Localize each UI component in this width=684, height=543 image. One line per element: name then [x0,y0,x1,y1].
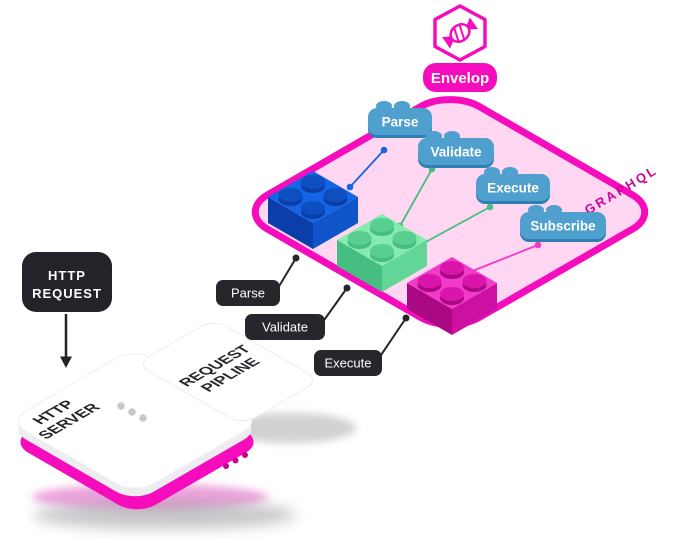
http-request-label-line1: HTTP [48,268,86,283]
brick-face-top [407,257,497,309]
step-pill-parse: Parse [216,280,280,306]
http-request-label-line2: REQUEST [32,286,102,301]
brick-face-left [268,197,313,249]
hook-tag-label: Parse [382,115,419,130]
server-base-dot [232,457,239,464]
connector-dot [380,146,388,154]
server-base-dot [223,463,229,469]
brick-face-top [268,171,358,223]
brick-face-right [313,197,358,249]
connector-line-parse [349,149,385,188]
down-arrow-icon [60,314,72,368]
hook-tag-execute: Execute [476,167,550,204]
server-indicator-dot [128,408,136,416]
connector-line-subscribe [469,244,539,273]
brick-studs [347,218,417,262]
connector-dot [534,241,542,249]
step-pill-label: Parse [231,286,265,301]
hook-tag-subscribe: Subscribe [520,205,606,242]
step-pill-validate: Validate [245,314,325,340]
plugin-brick-pink [407,257,497,335]
brick-studs [417,261,487,305]
step-line-execute [378,317,407,359]
brick-face-left [337,240,382,292]
pipeline-card-shadow [224,413,356,443]
envelop-badge [423,63,497,92]
step-dot [343,284,351,292]
step-pill-label: Validate [262,320,308,335]
hook-tag-body [520,212,606,239]
connector-dot [346,183,354,191]
step-connectors [277,257,407,359]
brick-studs [278,175,348,219]
hook-tag-label: Validate [430,145,482,160]
connector-dot [486,203,494,211]
hook-tag-body [418,138,494,165]
hook-tag-label: Subscribe [530,219,596,234]
candy-icon [442,17,478,49]
step-pill-execute: Execute [314,350,382,376]
request-pipeline-card: REQUEST PIPLINE [136,319,320,425]
step-line-validate [321,287,348,324]
plugin-brick-blue [268,171,358,249]
brick-face-right [452,283,497,335]
hook-tag-parse: Parse [368,101,432,138]
server-base-dot [242,452,248,458]
hook-tag-validate: Validate [418,131,494,168]
step-dot [292,254,300,262]
hook-tag-label: Execute [487,181,539,196]
server-indicator-dot [139,414,147,422]
pipeline-card-surface [136,319,320,425]
plugin-brick-green [337,214,427,292]
hook-tag-body [368,108,432,135]
brick-face-right [382,240,427,292]
brick-face-top [337,214,427,266]
step-line-parse [277,257,297,289]
server-indicator-dot [117,402,125,410]
step-pill-label: Execute [325,356,372,371]
server-shadow [33,501,297,529]
brick-face-left [407,283,452,335]
http-request-box: HTTP REQUEST [22,252,112,312]
connector-line-validate [399,168,433,227]
hook-tag-body [476,174,550,201]
connector-line-execute [421,206,491,245]
envelop-logo [433,4,487,62]
step-dot [402,314,410,322]
envelop-badge-label: Envelop [431,70,489,87]
